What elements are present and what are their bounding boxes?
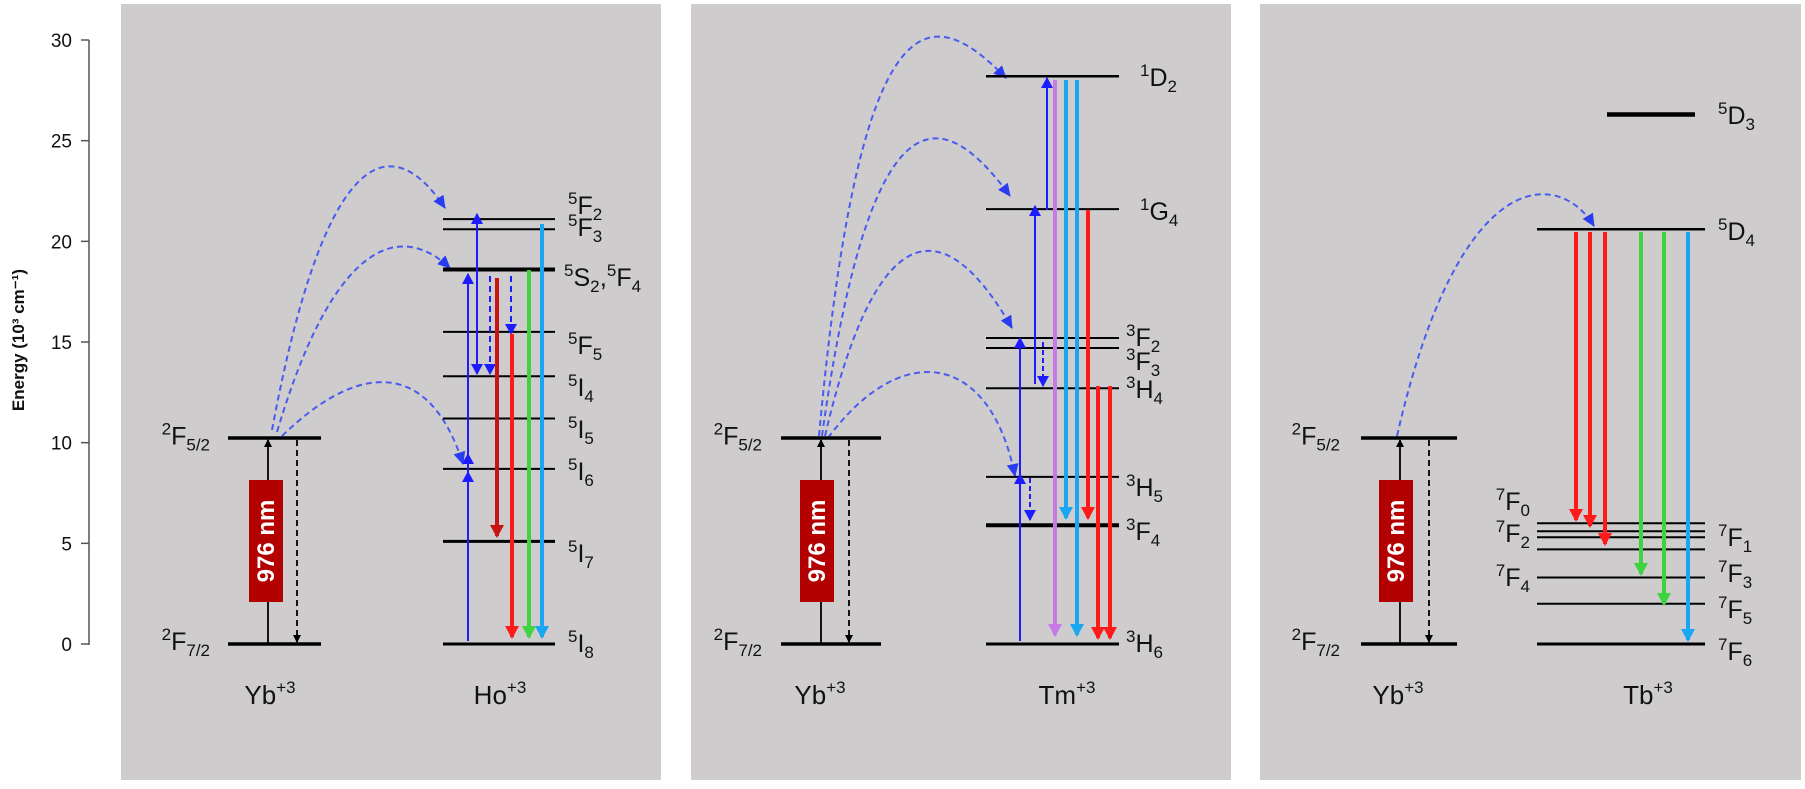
energy-level-label: 3F2 — [1126, 321, 1160, 356]
energy-level-label: 5F5 — [568, 329, 602, 364]
energy-level-label: 5I6 — [568, 455, 594, 490]
energy-level-label: 5I7 — [568, 537, 594, 572]
energy-level-label: 7F2 — [1496, 517, 1530, 552]
laser-label: 976 nm — [804, 500, 831, 583]
laser-label: 976 nm — [1383, 500, 1410, 583]
energy-level-label: 7F3 — [1718, 557, 1752, 592]
energy-level-label: 5F2 — [568, 189, 602, 224]
panel-background-tm — [691, 4, 1231, 780]
panel-background-ho — [121, 4, 661, 780]
energy-level-label: 1D2 — [1140, 61, 1177, 96]
energy-axis: 0 5 10 15 20 25 30 Energy (10³ cm⁻¹) — [9, 31, 90, 656]
panel-yb-tb: 976 nm 2F5/2 2F7/2 5D3 5D4 7F0 7F1 7F2 7F3… — [1292, 99, 1755, 710]
sensitizer-label-ho: Yb+3 — [244, 678, 295, 710]
energy-level-label: 5F3 — [568, 211, 602, 246]
sensitizer-label-tb: Yb+3 — [1372, 678, 1423, 710]
sensitizer-label-tm: Yb+3 — [794, 678, 845, 710]
panel-yb-ho: 976 nm 2F5/2 2F7/2 5F2 5F3 5S2 ,5F4 5F5 5I… — [162, 165, 641, 710]
energy-level-label: 1G4 — [1140, 195, 1178, 230]
axis-tick-label: 25 — [51, 132, 72, 153]
yb-level-label: 2F7/2 — [162, 625, 210, 660]
energy-level-label: 7F4 — [1496, 561, 1530, 596]
energy-level-label: 7F0 — [1496, 485, 1530, 520]
energy-level-label: 3H4 — [1126, 373, 1163, 408]
laser-label: 976 nm — [253, 500, 280, 583]
energy-level-label: 5D4 — [1718, 215, 1755, 250]
activator-label-ho: Ho+3 — [474, 678, 527, 710]
energy-level-label: 7F1 — [1718, 521, 1752, 556]
axis-tick-label: 10 — [51, 434, 72, 455]
energy-level-label: 7F6 — [1718, 635, 1752, 670]
energy-level-label: 3H6 — [1126, 627, 1163, 662]
energy-level-label: 3F3 — [1126, 345, 1160, 380]
yb-level-label: 2F5/2 — [1292, 420, 1340, 455]
axis-tick-label: 0 — [61, 635, 72, 656]
energy-level-label: 3H5 — [1126, 471, 1163, 506]
activator-label-tm: Tm+3 — [1039, 678, 1096, 710]
energy-level-label: 5I8 — [568, 627, 594, 662]
axis-tick-label: 5 — [61, 534, 72, 555]
axis-tick-label: 30 — [51, 31, 72, 52]
axis-tick-label: 20 — [51, 232, 72, 253]
energy-level-label: 3F4 — [1126, 515, 1160, 550]
activator-label-tb: Tb+3 — [1623, 678, 1673, 710]
panel-yb-tm: 976 nm 2F5/2 2F7/2 1D2 1G4 3F2 3F3 3H4 3H5… — [714, 35, 1178, 710]
yb-level-label: 2F5/2 — [162, 420, 210, 455]
yb-level-label: 2F5/2 — [714, 420, 762, 455]
yb-level-label: 2F7/2 — [714, 625, 762, 660]
energy-level-label: 7F5 — [1718, 593, 1752, 628]
axis-tick-label: 15 — [51, 333, 72, 354]
energy-level-label: 5I4 — [568, 371, 594, 406]
panel-background-tb — [1260, 4, 1801, 780]
energy-level-label: 5S2 ,5F4 — [564, 261, 641, 296]
energy-level-label: 5D3 — [1718, 99, 1755, 134]
axis-label: Energy (10³ cm⁻¹) — [9, 269, 28, 411]
yb-level-label: 2F7/2 — [1292, 625, 1340, 660]
energy-level-label: 5I5 — [568, 413, 594, 448]
